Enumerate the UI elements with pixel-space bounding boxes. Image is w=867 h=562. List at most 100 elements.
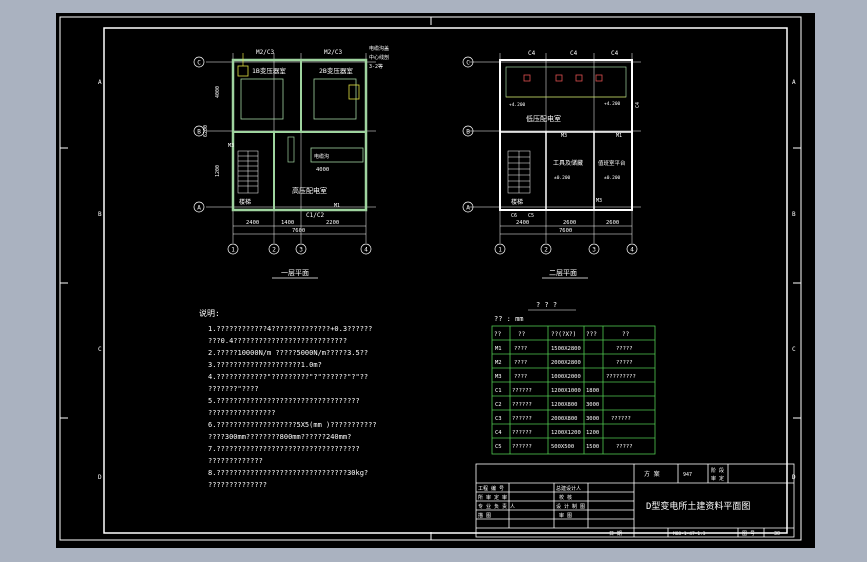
note-line: 7.?????????????????????????????????? [208,445,360,453]
table-cell: 1800 [586,388,599,394]
tb-cell: 校 核 [559,494,572,501]
table-header: ?? [518,331,526,338]
table-cell: C4 [495,430,502,436]
zone-label-left-c: C [98,346,102,353]
note-line: 8.???????????????????????????????30kg? [208,469,368,477]
p1-col-2: 2 [272,247,276,254]
p1-dim-left-1: 4000 [215,86,221,98]
p1-door-bottom: C1/C2 [306,212,324,219]
p1-dim-1: 2400 [246,220,259,226]
p1-dim-left-total: 6200 [203,125,209,137]
tb-cell: 描 图 [478,512,491,519]
table-cell: 1200X1200 [551,430,581,436]
p1-title: 一层平面 [281,269,309,277]
inner-frame [103,27,788,534]
zone-label-left-a: A [98,79,102,86]
table-row: C2 ?????? 1200X800 3000 [495,402,599,408]
notes-title: 说明: [199,308,220,318]
table-cell: 1200X800 [551,402,578,408]
p2-room-stair: 楼梯 [511,198,523,206]
p1-col-1: 1 [231,247,235,254]
drawing-sheet: A B C D A B C D [56,13,815,548]
p2-elev-1: ±0.200 [554,175,571,181]
table-cell: M1 [495,346,502,352]
table-row: C3 ?????? 2000X800 3000 ?????? [495,416,631,422]
table-header: ??(?X?) [551,331,576,338]
p2-door-m3-b: M3 [596,198,602,204]
door-window-table: ? ? ? ?? : mm [491,301,656,455]
p2-room-lv: 低压配电室 [526,114,561,123]
note-line: 2.?????10000N/m ?????5000N/m?????3.5?? [208,349,368,357]
p2-title: 二层平面 [549,269,577,277]
table-header: ?? [622,331,630,338]
plan-first-floor: C B A 1 2 3 4 M2/C3 M2/C3 电缆沟盖 中心线剖 3-2等… [193,45,389,279]
table-cell: ???? [514,374,527,380]
table-header: ?? [494,331,502,338]
table-row: C1 ?????? 1200X1000 1800 [495,388,599,394]
table-cell: ?????? [512,402,532,408]
table-cell: ?????? [512,388,532,394]
p2-door-c6: C6 [511,213,517,219]
note-line: 1.????????????4??????????????+0.3?????? [208,325,372,333]
plan-second-floor: C B A 1 2 3 4 C4 C4 C4 C4 低压配电室 工具及储藏 值班… [462,50,641,279]
p1-room-hv: 高压配电室 [292,186,327,195]
drawing-main-title: D型变电所土建资料平面图 [646,500,750,512]
table-cell: ????? [616,444,633,450]
tb-bottom-cell: 30 [774,531,780,537]
p2-door-m3-a: M3 [561,133,567,139]
table-cell: ????? [616,360,633,366]
table-cell: ???? [514,360,527,366]
note-line: ?????????????? [208,481,267,489]
drawing-canvas: A B C D A B C D [59,16,802,541]
table-cell: 1000X2000 [551,374,581,380]
table-row: M1 ???? 1500X2800 ????? [495,346,633,352]
tb-cell: 工程 编 号 [478,485,504,492]
table-cell: 1200X1000 [551,388,581,394]
zone-label-left-b: B [98,211,102,218]
tb-top-cell: 审 定 [711,475,724,482]
p2-row-c: C [466,60,470,67]
p2-col-3: 3 [592,247,596,254]
table-row: C4 ?????? 1200X1200 1200 [495,430,599,436]
p1-col-4: 4 [364,247,368,254]
table-row: M2 ???? 2000X2800 ????? [495,360,633,366]
p2-dim-total: 7600 [559,228,572,234]
table-cell: C1 [495,388,502,394]
outer-frame [59,16,802,541]
zone-label-right-a: A [792,79,796,86]
p2-door-c5: C5 [528,213,534,219]
p1-dim-2: 1400 [281,220,294,226]
table-cell: ????? [616,346,633,352]
tb-cell: 审 图 [559,512,572,519]
table-cell: 3000 [586,416,599,422]
p2-door-m1: M1 [616,133,622,139]
table-cell: ?????? [512,444,532,450]
table-cell: ????????? [606,374,636,380]
table-cell: 2000X2800 [551,360,581,366]
p1-row-b: B [197,129,201,136]
tb-cell: 专 业 负 责 人 [478,503,515,510]
p2-elev-3: +4.200 [509,102,526,108]
p2-row-a: A [466,205,470,212]
tb-top-cell: 947 [683,472,692,478]
p1-row-a: A [197,205,201,212]
p1-door-m1: M1 [334,203,340,209]
table-cell: 1500X2800 [551,346,581,352]
p2-dim-2: 2600 [563,220,576,226]
p1-room-stair: 楼梯 [239,198,251,206]
table-cell: C2 [495,402,502,408]
table-cell: M2 [495,360,502,366]
p2-row-b: B [466,129,470,136]
notes-block: 说明: 1.????????????4??????????????+0.3???… [199,308,377,489]
p2-top-c4-1: C4 [528,50,536,57]
table-cell: 500X500 [551,444,574,450]
table-title: ? ? ? [536,301,557,309]
zone-label-right-b: B [792,211,796,218]
p1-cable-label: 电缆沟 [314,153,329,160]
p1-top-label-2: M2/C3 [324,49,342,56]
title-block: 方 案 947 阶 段 审 定 D型变电所土建资料平面图 工程 编 号 总建设计… [475,463,795,538]
tb-bottom-cell: 图 号 [742,531,755,537]
table-cell: M3 [495,374,502,380]
note-line: 5.?????????????????????????????????? [208,397,360,405]
